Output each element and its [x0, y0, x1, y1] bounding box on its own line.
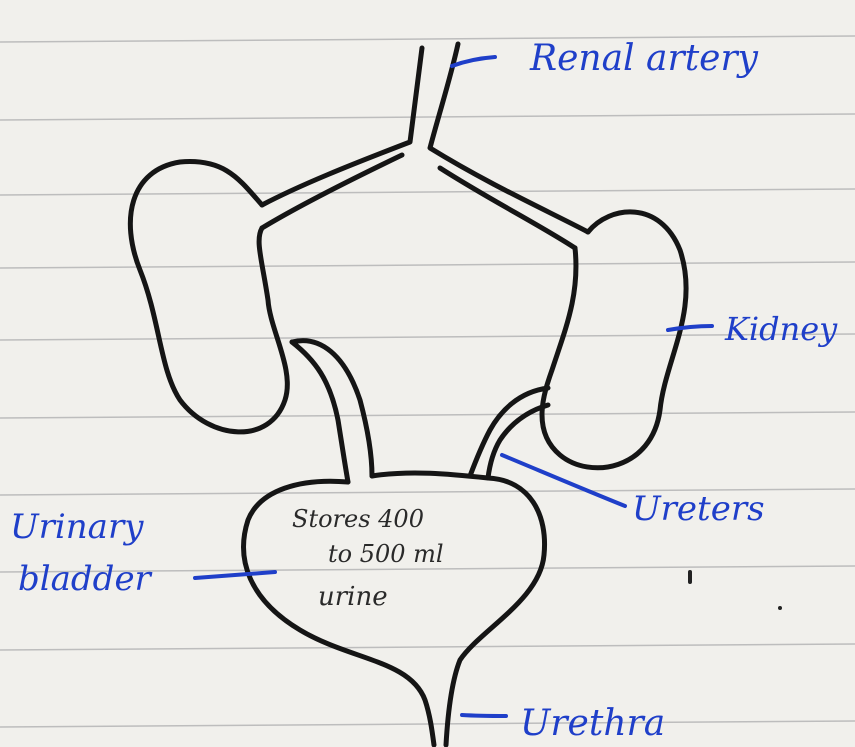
ureters-pointer [502, 455, 625, 506]
right-kidney [542, 212, 686, 468]
bladder-note-line3: urine [318, 582, 388, 612]
bladder-note-line2: to 500 ml [328, 540, 444, 568]
renal-artery-pointer [452, 57, 495, 66]
kidney-pointer [668, 326, 712, 330]
label-urinary-bladder-line1: Urinary [10, 507, 144, 547]
label-ureters: Ureters [632, 489, 765, 529]
bladder-note-line1: Stores 400 [292, 505, 424, 533]
label-urinary-bladder-line2: bladder [18, 559, 153, 599]
urethra-pointer [462, 715, 506, 716]
label-kidney: Kidney [724, 310, 838, 348]
urinary-bladder-pointer [195, 572, 275, 578]
right-ureter [470, 388, 548, 478]
stray-ink-marks [688, 570, 782, 610]
ruled-lines [0, 36, 855, 727]
label-urethra: Urethra [520, 703, 665, 744]
label-renal-artery: Renal artery [529, 38, 759, 79]
left-ureter [292, 341, 372, 482]
